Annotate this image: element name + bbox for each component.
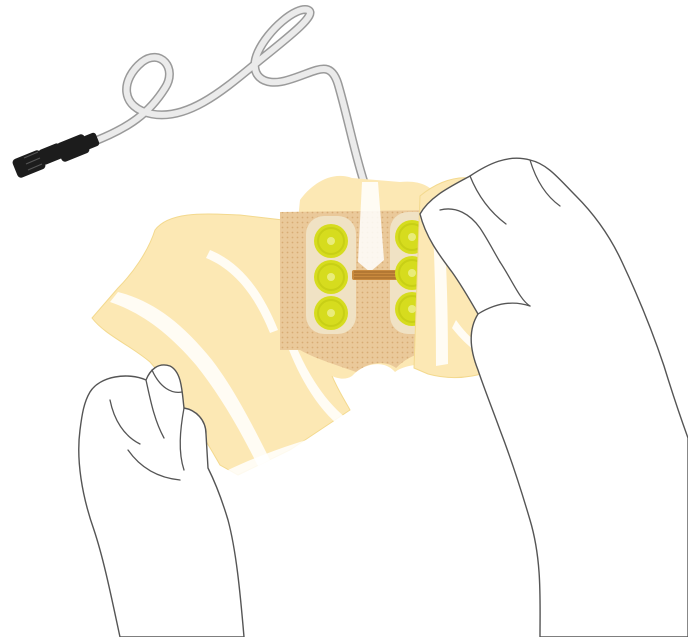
circular-sensor-icon: [314, 224, 348, 258]
circular-sensor-icon: [314, 260, 348, 294]
circular-sensor-icon: [314, 296, 348, 330]
left-sensor-column: [314, 224, 348, 330]
sensor-cable: [90, 10, 366, 188]
plug-connector-icon: [11, 132, 100, 179]
copper-coil: [352, 270, 400, 280]
right-hand: [420, 158, 688, 637]
